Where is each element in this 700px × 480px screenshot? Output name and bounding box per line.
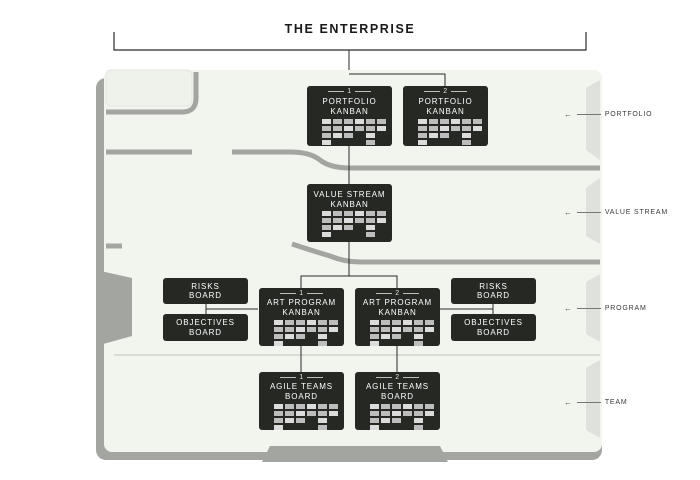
board-number: 2 [443,88,448,95]
board-label-line1: VALUE STREAM [313,190,386,199]
board-label-line2: BOARD [477,327,510,337]
board-label-line1: ART PROGRAM [266,298,337,307]
kanban-grid-icon [370,320,434,346]
board-number: 1 [299,290,304,297]
board-label-line1: RISKS [191,281,220,291]
arrow-left-icon: ← [564,110,573,119]
right-tab-team [586,360,600,438]
board-label-line2: KANBAN [282,307,321,317]
kanban-grid-icon [322,119,386,145]
board-label-line2: KANBAN [330,199,369,209]
level-label-value-stream: ←VALUE STREAM [564,208,668,217]
arrow-left-icon: ← [564,304,573,313]
bottom-tab [262,446,448,462]
kanban-grid-icon [418,119,482,145]
level-label-team: ←TEAM [564,398,628,407]
board-label-line2: KANBAN [378,307,417,317]
right-tab-value-stream [586,178,600,244]
right-tab-portfolio [586,80,600,160]
corner-block [105,69,193,107]
kanban-grid-icon [322,211,386,237]
board-label-line2: BOARD [189,327,222,337]
board-number: 2 [395,374,400,381]
enterprise-bracket [113,32,587,51]
board-label-line1: OBJECTIVES [176,318,235,327]
board-label-line2: BOARD [189,291,222,300]
board-number: 1 [299,374,304,381]
value-stream-divider [291,241,600,265]
board-label-line2: BOARD [381,391,414,401]
enterprise-title: THE ENTERPRISE [284,22,416,36]
arrow-left-icon: ← [564,398,573,407]
board-label-line1: RISKS [479,281,508,291]
kanban-grid-icon [370,404,434,430]
board-label-line2: KANBAN [330,106,369,116]
board-label-line1: PORTFOLIO [322,97,377,106]
level-label-program: ←PROGRAM [564,304,647,313]
portfolio-divider [232,149,600,171]
board-label-line2: KANBAN [426,106,465,116]
board-label-line1: ART PROGRAM [362,298,433,307]
corner-rail [106,72,199,115]
board-label-line1: AGILE TEAMS [365,382,430,391]
arrow-left-icon: ← [564,208,573,217]
level-label-portfolio: ←PORTFOLIO [564,110,653,119]
board-label-line1: OBJECTIVES [464,318,523,327]
kanban-grid-icon [274,320,338,346]
board-label-line2: BOARD [477,291,510,300]
board-label-line1: PORTFOLIO [418,97,473,106]
board-number: 1 [347,88,352,95]
left-bump [96,270,132,346]
kanban-grid-icon [274,404,338,430]
board-label-line1: AGILE TEAMS [269,382,334,391]
board-number: 2 [395,290,400,297]
board-label-line2: BOARD [285,391,318,401]
